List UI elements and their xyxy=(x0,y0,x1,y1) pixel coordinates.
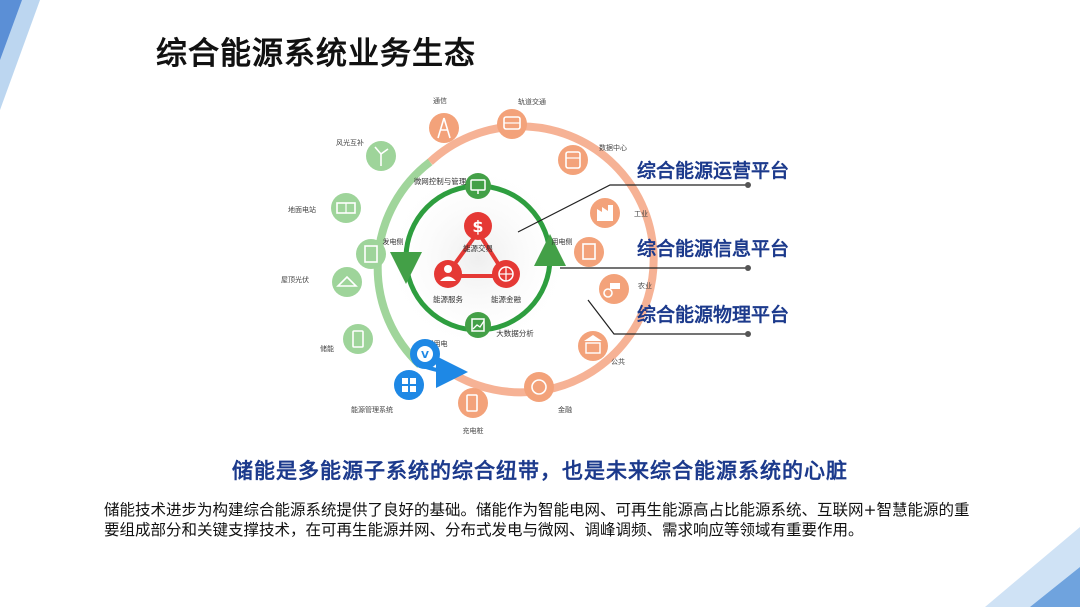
factory-icon xyxy=(590,198,620,228)
globe-icon xyxy=(492,260,520,288)
leader-line-physical xyxy=(587,299,748,335)
telecom-label: 通信 xyxy=(433,96,447,105)
center-halo xyxy=(383,163,573,353)
grid-label: 地面电站 xyxy=(288,205,316,214)
corner-decoration-bottom-right-accent xyxy=(1030,567,1080,607)
agriculture-label: 农业 xyxy=(638,281,652,290)
coin-icon xyxy=(524,372,554,402)
public-label: 公共 xyxy=(611,357,625,366)
platform-operation-label: 综合能源运营平台 xyxy=(637,160,790,182)
leader-dot-physical xyxy=(745,331,751,337)
finance-label: 金融 xyxy=(558,405,572,414)
telecom-tower-icon xyxy=(429,113,459,143)
pv-label: 屋顶光伏 xyxy=(281,275,309,284)
storage-label: 储能 xyxy=(320,344,334,353)
right-arrow-label: 用电侧 xyxy=(552,237,573,246)
monitor-icon xyxy=(465,173,491,199)
building-icon xyxy=(574,237,604,267)
train-icon xyxy=(497,109,527,139)
person-icon xyxy=(434,260,462,288)
center-finance-label: 能源金融 xyxy=(491,294,521,304)
platform-physical-label: 综合能源物理平台 xyxy=(637,304,790,326)
ems-label: 能源管理系统 xyxy=(351,405,393,414)
solar-panel-icon xyxy=(331,193,361,223)
center-triangle xyxy=(444,230,508,278)
svg-text:V: V xyxy=(421,350,429,361)
center-service-label: 能源服务 xyxy=(433,294,463,304)
leader-dot-information xyxy=(745,265,751,271)
center-trade-label: 能源交易 xyxy=(463,243,493,253)
transit-label: 轨道交通 xyxy=(518,97,546,106)
server-icon xyxy=(558,145,588,175)
page-title: 综合能源系统业务生态 xyxy=(156,36,476,72)
charging-label: 充电桩 xyxy=(463,426,484,435)
ems-grid-icon xyxy=(394,370,424,400)
ring-top-label: 微网控制与管理 xyxy=(414,176,467,186)
left-arrow-label: 发电侧 xyxy=(383,237,404,246)
corner-decoration-top-left-accent xyxy=(0,0,22,60)
leader-line-operation xyxy=(517,184,748,233)
ring-bottom-label: 大数据分析 xyxy=(496,328,534,338)
chart-icon xyxy=(465,312,491,338)
battery-icon xyxy=(343,324,373,354)
public-building-icon xyxy=(578,331,608,361)
rooftop-solar-icon xyxy=(332,267,362,297)
leader-dot-operation xyxy=(745,182,751,188)
svg-text:$: $ xyxy=(472,217,483,236)
key-statement: 储能是多能源子系统的综合纽带，也是未来综合能源系统的心脏 xyxy=(232,459,848,483)
energy-meter-icon: V xyxy=(410,339,440,369)
datacenter-label: 数据中心 xyxy=(599,143,627,152)
windpv-label: 风光互补 xyxy=(336,138,364,147)
bottom-arrow-label: 配用电 xyxy=(427,339,448,348)
wind-turbine-icon xyxy=(366,141,396,171)
body-paragraph: 储能技术进步为构建综合能源系统提供了良好的基础。储能作为智能电网、可再生能源高占… xyxy=(104,501,970,539)
tractor-icon xyxy=(599,274,629,304)
industry-label: 工业 xyxy=(634,209,648,218)
ground-plant-icon xyxy=(356,239,386,269)
dollar-icon: $ xyxy=(464,212,492,240)
platform-information-label: 综合能源信息平台 xyxy=(637,238,790,260)
charging-station-icon xyxy=(458,388,488,418)
